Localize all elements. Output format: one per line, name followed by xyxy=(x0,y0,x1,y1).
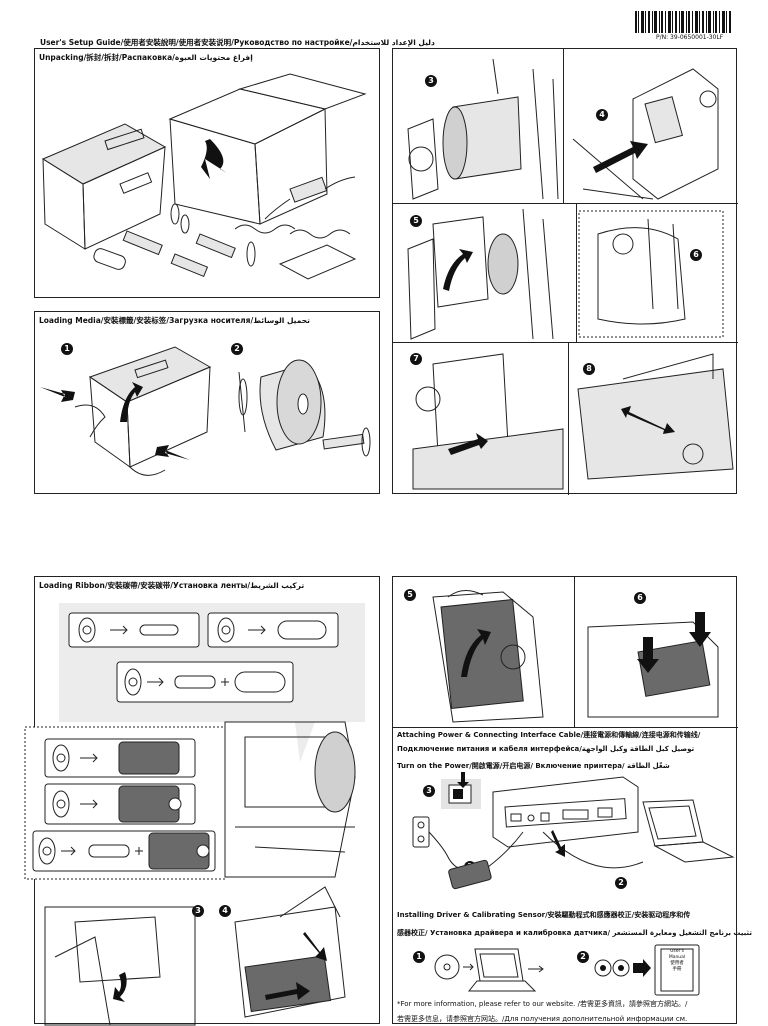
step-number: 8 xyxy=(583,363,595,375)
part-number: P/N: 39-0650001-30LF xyxy=(656,34,724,41)
step-number: 5 xyxy=(410,215,422,227)
step-number: 6 xyxy=(690,249,702,261)
open-cover-illustration xyxy=(40,346,212,476)
unpacking-illustration xyxy=(41,73,367,280)
power-title-line2: Подключение питания и кабеля интерфейса/… xyxy=(397,745,695,753)
footer-note-line1: *For more information, please refer to o… xyxy=(397,1000,688,1008)
media-steps-panel: 3 4 5 6 7 8 xyxy=(392,48,738,495)
driver-title-line2: 感器校正/ Установка драйвера и калибровка да… xyxy=(397,929,753,937)
step-number: 5 xyxy=(404,589,416,601)
unpacking-title: Unpacking/拆封/拆封/Распаковка/إفراغ محتويات… xyxy=(39,53,253,62)
manual-label-line4: 手冊 xyxy=(672,967,682,972)
document-title: User's Setup Guide/使用者安裝說明/使用者安装说明/Руков… xyxy=(40,38,435,47)
media-roll-illustration xyxy=(238,359,371,457)
loading-media-title: Loading Media/安裝標籤/安装标签/Загрузка носител… xyxy=(39,316,310,325)
manual-label-line3: 使用者 xyxy=(670,961,684,966)
footer-note-line2: 若需更多信息，请参照官方网站。/Для получения дополнител… xyxy=(397,1015,688,1023)
power-title-line1: Attaching Power & Connecting Interface C… xyxy=(397,731,701,739)
step-number: 7 xyxy=(410,353,422,365)
loading-ribbon-panel: Loading Ribbon/安裝碳帶/安装碳带/Установка ленты… xyxy=(24,576,380,1026)
step-number: 3 xyxy=(425,75,437,87)
step-number: 2 xyxy=(615,877,627,889)
step-number: 2 xyxy=(231,343,243,355)
driver-illustration xyxy=(434,944,700,996)
step-number: 4 xyxy=(596,109,608,121)
step-number: 4 xyxy=(219,905,231,917)
power-connection-illustration xyxy=(412,772,735,890)
driver-title-line1: Installing Driver & Calibrating Sensor/安… xyxy=(397,911,691,919)
step-number: 1 xyxy=(413,951,425,963)
step-number: 2 xyxy=(577,951,589,963)
manual-label-line2: Manual xyxy=(668,955,686,960)
ribbon-power-driver-panel: 5 6 Attaching Power & Connecting Interfa… xyxy=(392,576,752,1024)
ribbon-illustration xyxy=(24,603,365,1026)
unpacking-panel: Unpacking/拆封/拆封/Распаковка/إفراغ محتويات… xyxy=(34,48,380,298)
loading-ribbon-title: Loading Ribbon/安裝碳帶/安装碳带/Установка ленты… xyxy=(39,581,305,590)
loading-media-panel: Loading Media/安裝標籤/安装标签/Загрузка носител… xyxy=(34,311,380,494)
media-steps-illustration xyxy=(407,58,734,490)
barcode xyxy=(635,11,731,33)
power-title-line3: Turn on the Power/開啟電源/开启电源/ Включение п… xyxy=(397,762,670,770)
manual-label-line1: User's xyxy=(670,949,684,954)
manual-label: User's Manual 使用者 手冊 xyxy=(655,949,699,973)
step-number: 1 xyxy=(61,343,73,355)
ribbon-steps-illustration xyxy=(432,590,719,723)
step-number: 6 xyxy=(634,592,646,604)
step-number: 3 xyxy=(423,785,435,797)
